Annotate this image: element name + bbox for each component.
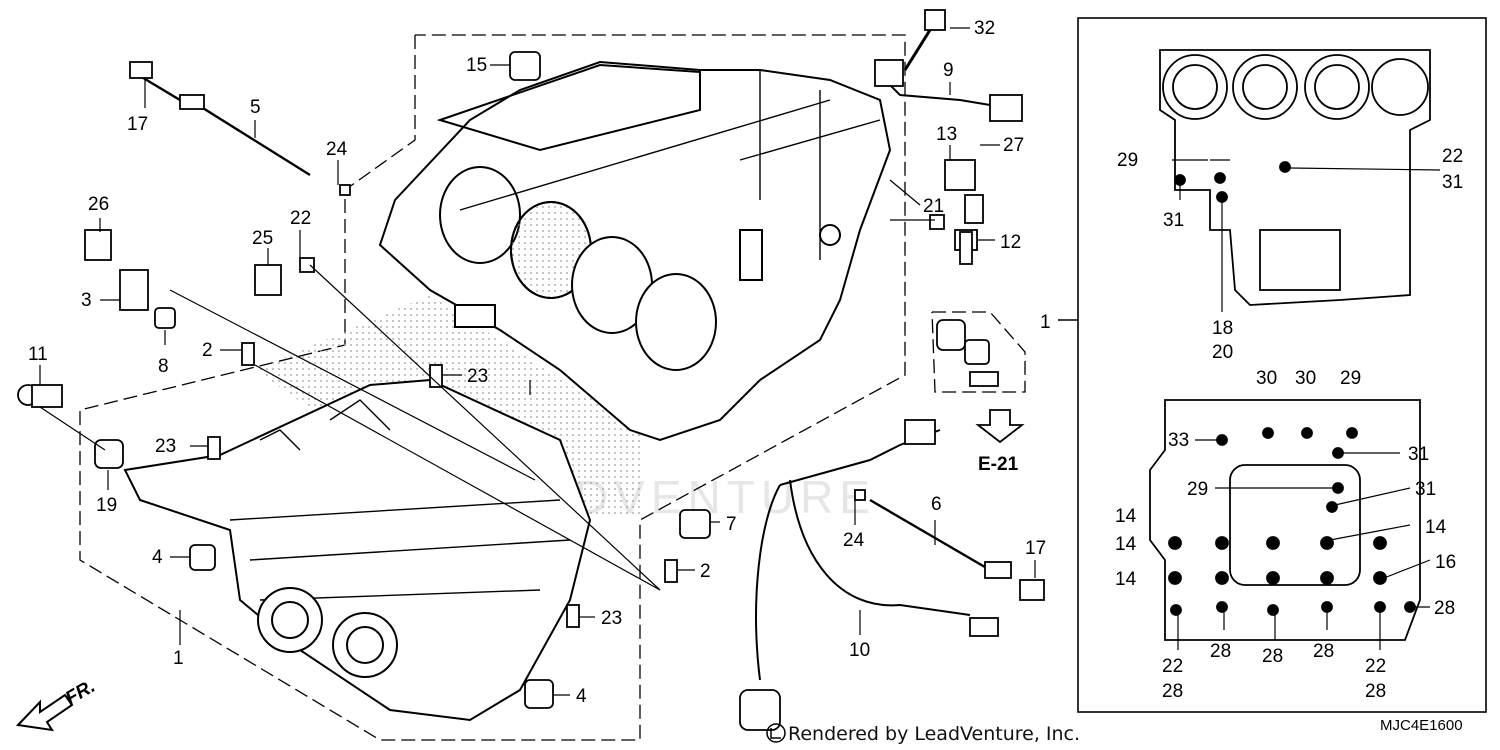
callout-19[interactable]: 19: [96, 495, 117, 516]
callout-4-bottom[interactable]: 4: [576, 686, 587, 707]
inset-callout-33[interactable]: 33: [1168, 430, 1189, 451]
inset-callout-28-a[interactable]: 28: [1210, 641, 1231, 662]
callout-8[interactable]: 8: [158, 356, 169, 377]
dashed-group-outlines: [79, 34, 1026, 741]
callout-23-bottom[interactable]: 23: [601, 608, 622, 629]
upper-crankcase: [378, 60, 892, 442]
callout-11[interactable]: 11: [28, 344, 48, 365]
inset-callout-20[interactable]: 20: [1212, 342, 1233, 363]
inset-callout-28-right[interactable]: 28: [1434, 598, 1455, 619]
reference-arrow: [975, 409, 1025, 444]
callout-1-right[interactable]: 1: [1040, 312, 1051, 333]
credit-text: Rendered by LeadVenture, Inc.: [788, 723, 1080, 745]
inset-callout-28-d[interactable]: 28: [1365, 681, 1386, 702]
inset-callout-22-right[interactable]: 22: [1365, 656, 1386, 677]
inset-lower-case-view: [1149, 399, 1421, 641]
callout-23-top[interactable]: 23: [467, 366, 488, 387]
callout-21[interactable]: 21: [923, 196, 944, 217]
callout-32[interactable]: 32: [974, 18, 995, 39]
front-arrow-icon: [15, 693, 74, 732]
callout-2-top[interactable]: 2: [202, 340, 213, 361]
callout-24-bottom[interactable]: 24: [843, 530, 865, 551]
inset-callout-29-low[interactable]: 29: [1187, 479, 1208, 500]
callouts-inset: 22 31 29 31 18 20 30 30 29 33 31 29 31 1…: [1115, 146, 1463, 702]
callout-22[interactable]: 22: [290, 208, 311, 229]
callout-5[interactable]: 5: [250, 97, 261, 118]
callout-26[interactable]: 26: [88, 194, 109, 215]
callout-23-left[interactable]: 23: [155, 436, 176, 457]
inset-callout-14-c[interactable]: 14: [1115, 534, 1137, 555]
inset-callout-14-d[interactable]: 14: [1115, 569, 1137, 590]
callout-1-left[interactable]: 1: [173, 648, 184, 669]
inset-callout-29-top[interactable]: 29: [1117, 150, 1138, 171]
inset-callout-29-mid[interactable]: 29: [1340, 368, 1361, 389]
front-marker: FR.: [62, 676, 99, 709]
callout-6[interactable]: 6: [931, 494, 942, 515]
leader-lines: [39, 27, 1441, 696]
lower-crankcase: [123, 378, 592, 722]
callout-17-top[interactable]: 17: [127, 114, 148, 135]
inset-callout-28-b[interactable]: 28: [1262, 646, 1283, 667]
inset-callout-30-a[interactable]: 30: [1256, 368, 1277, 389]
callout-7[interactable]: 7: [726, 514, 737, 535]
inset-callout-22-top[interactable]: 22: [1442, 146, 1463, 167]
callout-10[interactable]: 10: [849, 640, 870, 661]
inset-callout-31-low[interactable]: 31: [1415, 479, 1436, 500]
inset-callout-30-b[interactable]: 30: [1295, 368, 1316, 389]
callout-15[interactable]: 15: [466, 55, 487, 76]
callout-13[interactable]: 13: [936, 124, 957, 145]
right-inset-box: [1058, 17, 1487, 713]
callout-2-bottom[interactable]: 2: [700, 561, 711, 582]
callout-27[interactable]: 27: [1003, 135, 1024, 156]
reference-e21[interactable]: E-21: [978, 454, 1019, 475]
inset-callout-14-b[interactable]: 14: [1425, 517, 1447, 538]
diagram-code: MJC4E1600: [1380, 717, 1463, 734]
inset-callout-16[interactable]: 16: [1435, 552, 1456, 573]
inset-callout-18[interactable]: 18: [1212, 318, 1233, 339]
inset-callout-31-mid[interactable]: 31: [1408, 444, 1429, 465]
inset-callout-31-top[interactable]: 31: [1442, 172, 1463, 193]
callout-25[interactable]: 25: [252, 228, 273, 249]
callout-3[interactable]: 3: [81, 290, 92, 311]
small-parts: [17, 9, 1045, 731]
callout-12[interactable]: 12: [1000, 232, 1021, 253]
callout-9[interactable]: 9: [943, 60, 954, 81]
inset-callout-14-a[interactable]: 14: [1115, 506, 1137, 527]
callout-17-bottom[interactable]: 17: [1025, 538, 1046, 559]
lv-logo-icon: [766, 723, 786, 743]
inset-callout-28-left[interactable]: 28: [1162, 681, 1183, 702]
inset-upper-case-view: [1159, 49, 1431, 306]
inset-callout-31-left[interactable]: 31: [1163, 210, 1184, 231]
callout-24-top[interactable]: 24: [326, 139, 348, 160]
callouts-main: 32 15 9 5 17 13 27 24 26 21 22 25 12 3 1…: [28, 18, 1051, 707]
inset-callout-28-c[interactable]: 28: [1313, 641, 1334, 662]
inset-callout-22-left[interactable]: 22: [1162, 656, 1183, 677]
callout-4-left[interactable]: 4: [152, 547, 163, 568]
